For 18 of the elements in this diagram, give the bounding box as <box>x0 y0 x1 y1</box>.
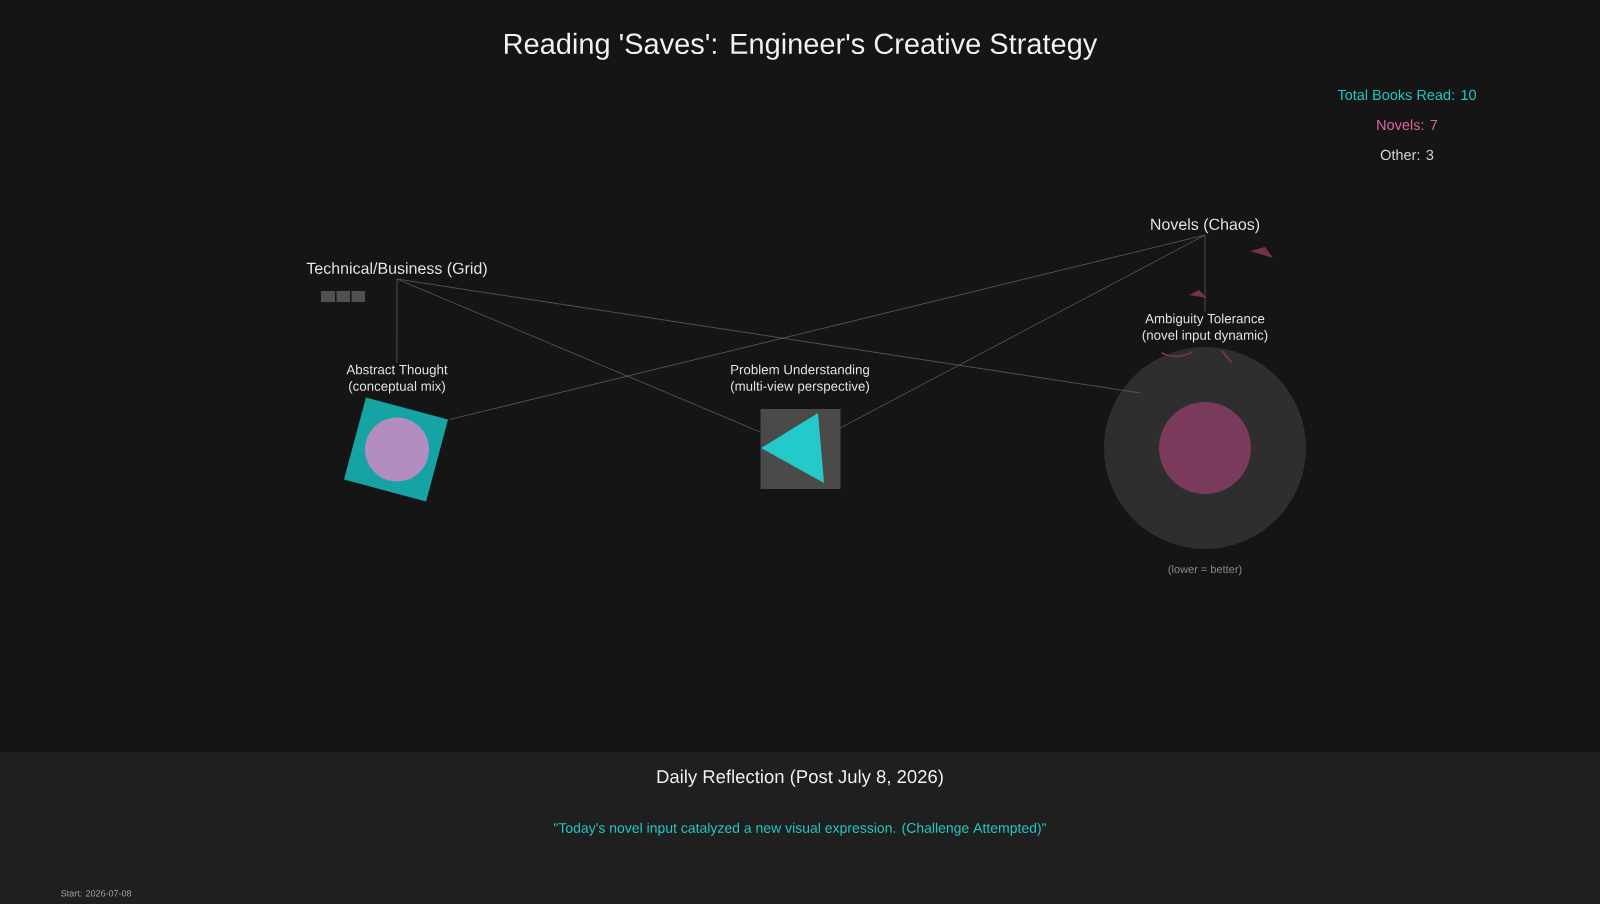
group-heading: Technical/Business (Grid) <box>306 262 487 278</box>
stat-text: Total Books Read: 10 <box>1337 89 1476 101</box>
connector-line <box>396 278 1141 394</box>
node-heading: Problem Understanding (multi-view perspective) <box>731 364 869 394</box>
quote-text: "Today's novel input catalyzed a new visual expression. (Challenge Attempted)" <box>553 822 1046 836</box>
connector-line <box>840 234 1206 429</box>
section-heading: Daily Reflection (Post July 8, 2026) <box>657 769 943 787</box>
stat-text: Other: 3 <box>1380 149 1434 161</box>
note-text: (lower = better) <box>1168 565 1242 576</box>
connector-line <box>448 234 1206 420</box>
date-text: Start: 2026-07-08 <box>61 890 132 897</box>
connector-line <box>396 278 398 364</box>
title: Reading 'Saves': Engineer's Creative Strategy <box>505 32 1098 60</box>
connector-line <box>396 278 761 433</box>
node-heading: Abstract Thought (conceptual mix) <box>346 364 448 394</box>
stat-text: Novels: 7 <box>1377 119 1438 131</box>
node-heading: Ambiguity Tolerance (novel input dynamic) <box>1142 313 1268 343</box>
group-heading: Novels (Chaos) <box>1151 218 1260 234</box>
